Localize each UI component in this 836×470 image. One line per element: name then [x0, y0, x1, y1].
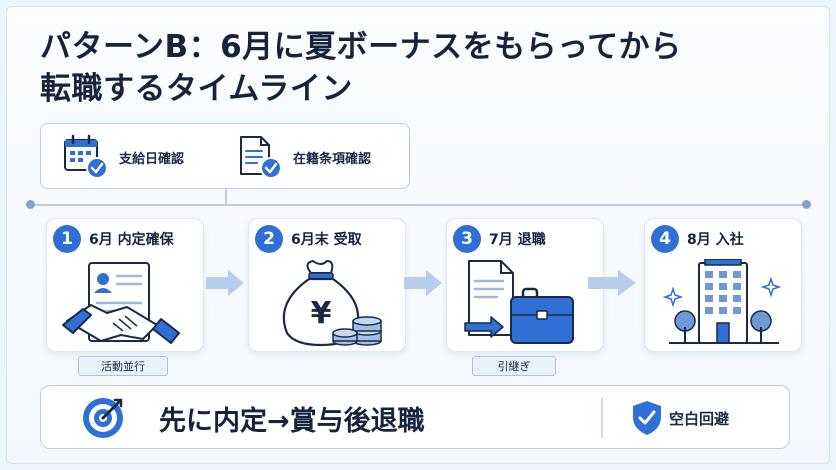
briefcase-icon	[464, 260, 574, 344]
step-3-card: 3 7月 退職	[446, 218, 604, 352]
summary-main-text: 先に内定→賞与後退職	[159, 405, 425, 437]
handshake-icon	[62, 262, 180, 344]
step-4-number: 4	[651, 225, 679, 253]
step-2-card: 2 6月末 受取 ¥	[248, 218, 406, 352]
connector-line	[225, 189, 227, 204]
step-1-tag: 活動並行	[78, 356, 168, 376]
title-line-1: パターンB：6月に夏ボーナスをもらってから	[40, 29, 682, 65]
check-payday-label: 支給日確認	[119, 151, 185, 167]
check-enrollment: 在籍条項確認	[235, 134, 371, 180]
step-1-card: 1 6月 内定確保	[46, 218, 204, 352]
check-enrollment-label: 在籍条項確認	[293, 151, 372, 167]
step-2-number: 2	[255, 225, 283, 253]
calendar-check-icon	[61, 134, 109, 180]
summary-banner: 先に内定→賞与後退職 空白回避	[40, 385, 790, 449]
timeline-start-dot	[26, 200, 35, 209]
target-icon	[83, 398, 123, 438]
page-title: パターンB：6月に夏ボーナスをもらってから 転職するタイムライン	[40, 26, 800, 110]
step-2-label: 6月末 受取	[291, 232, 362, 248]
step-1-label: 6月 内定確保	[89, 232, 174, 248]
step-4-card: 4 8月 入社	[644, 218, 802, 352]
step-1-number: 1	[53, 225, 81, 253]
step-3-tag: 引継ぎ	[472, 356, 556, 376]
title-line-2: 転職するタイムライン	[40, 71, 353, 107]
timeline-line	[30, 204, 806, 206]
office-building-icon	[662, 259, 782, 344]
step-4-label: 8月 入社	[687, 232, 744, 248]
step-3-number: 3	[453, 225, 481, 253]
check-payday: 支給日確認	[61, 134, 184, 180]
money-bag-icon: ¥	[282, 260, 382, 347]
banner-divider	[601, 398, 603, 438]
timeline-end-dot	[802, 200, 811, 209]
check-panel: 支給日確認 在籍条項確認	[40, 123, 410, 189]
arrow-right-icon	[404, 270, 442, 296]
arrow-right-icon	[206, 270, 244, 296]
yen-symbol: ¥	[311, 296, 332, 331]
step-3-label: 7月 退職	[489, 232, 546, 248]
document-check-icon	[235, 134, 283, 180]
summary-side-text: 空白回避	[669, 409, 730, 428]
shield-check-icon	[633, 401, 661, 435]
arrow-right-icon	[588, 270, 636, 296]
